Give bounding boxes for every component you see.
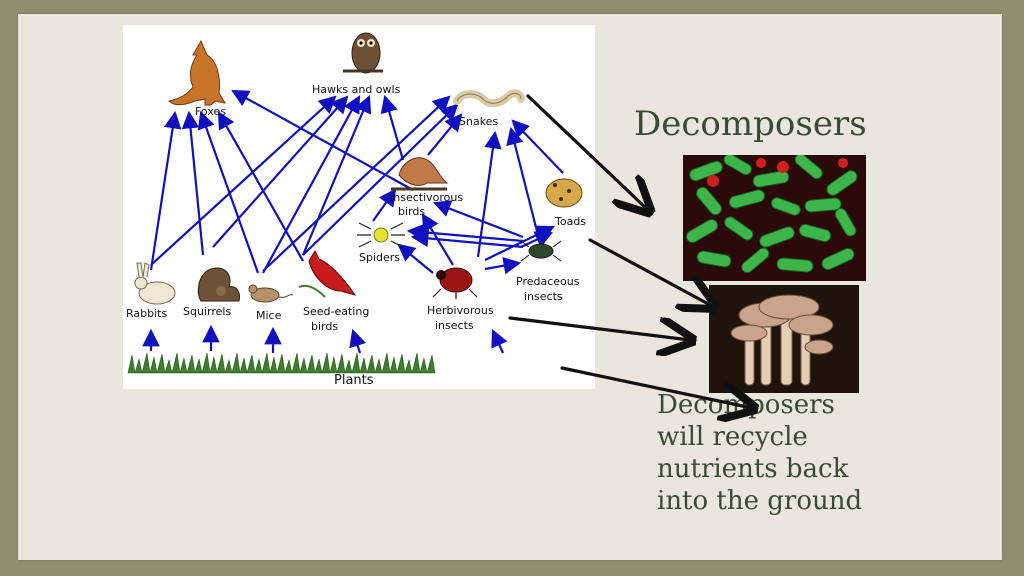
mushroom-photo (709, 285, 859, 393)
spider-icon (357, 222, 405, 248)
snake-icon (453, 89, 525, 108)
cardinal-icon (298, 249, 357, 298)
rabbit-icon (134, 262, 176, 305)
decomposers-caption: Decomposers will recycle nutrients back … (657, 389, 987, 517)
food-web-diagram: Foxes Hawks and owls Snakes Insectivorou… (123, 25, 595, 389)
label-mice: Mice (256, 309, 282, 322)
label-insectivorous-1: Insectivorous (390, 191, 464, 204)
bacteria-photo (683, 155, 866, 281)
label-insectivorous-2: birds (398, 205, 426, 218)
label-plants: Plants (334, 373, 374, 388)
label-squirrels: Squirrels (183, 305, 232, 318)
food-web-arrows (127, 32, 583, 374)
label-snakes: Snakes (459, 115, 499, 128)
fox-icon (167, 39, 227, 106)
predaceous-insect-icon (520, 240, 562, 262)
slide-title: Decomposers (634, 104, 867, 144)
label-predaceous-2: insects (524, 290, 563, 303)
label-foxes: Foxes (195, 105, 226, 118)
label-toads: Toads (555, 215, 587, 228)
toad-icon (545, 178, 583, 208)
caption-line-4: into the ground (657, 486, 863, 516)
grass-strip (127, 352, 583, 374)
insectivorous-bird-icon (391, 157, 449, 191)
beetle-icon (432, 267, 478, 299)
mouse-icon (248, 284, 294, 303)
food-web-links (142, 89, 564, 354)
caption-line-3: nutrients back (657, 454, 849, 484)
caption-line-1: Decomposers (657, 390, 835, 420)
caption-line-2: will recycle (657, 422, 808, 452)
label-seed-eating-1: Seed-eating (303, 305, 370, 318)
owl-icon (343, 32, 383, 74)
label-spiders: Spiders (359, 251, 401, 264)
label-herbivorous-1: Herbivorous (427, 304, 494, 317)
label-herbivorous-2: insects (435, 319, 474, 332)
label-rabbits: Rabbits (126, 307, 168, 320)
squirrel-icon (197, 267, 240, 302)
label-predaceous-1: Predaceous (516, 275, 580, 288)
label-seed-eating-2: birds (311, 320, 339, 333)
label-hawks-owls: Hawks and owls (312, 83, 401, 96)
